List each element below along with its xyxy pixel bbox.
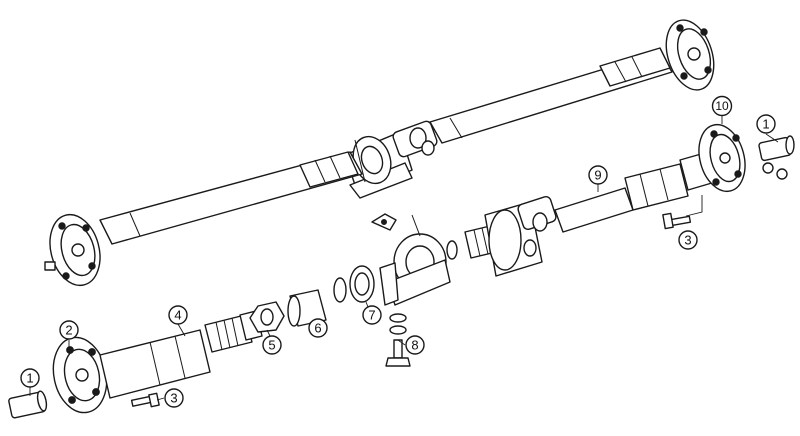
tube-9 — [554, 187, 634, 233]
callout-7: 7 — [362, 305, 382, 325]
bushing-1-lower — [8, 390, 48, 419]
rear-section-exploded — [446, 123, 795, 277]
washer-bolt-8 — [385, 313, 411, 367]
flex-disc-10 — [698, 123, 746, 193]
ring-7 — [349, 265, 375, 303]
callout-1-left: 1 — [20, 368, 40, 388]
callout-5-label: 5 — [268, 338, 275, 353]
nut-right-a — [762, 162, 774, 174]
front-section-exploded — [8, 213, 451, 419]
callout-3-right: 3 — [678, 230, 698, 250]
callout-2: 2 — [59, 320, 79, 340]
nut-right-b — [776, 168, 788, 180]
callout-9-label: 9 — [594, 168, 601, 183]
upper-center-joint — [344, 120, 438, 199]
callout-5: 5 — [262, 335, 282, 355]
callout-10-label: 10 — [715, 99, 729, 113]
assembled-propeller-shaft — [44, 19, 715, 287]
callout-6: 6 — [308, 318, 328, 338]
callout-3-left: 3 — [164, 388, 184, 408]
callout-8: 8 — [405, 335, 425, 355]
callout-9: 9 — [588, 165, 608, 185]
bolt-3-lower — [130, 392, 160, 408]
callout-1-left-label: 1 — [26, 371, 33, 386]
ring-small — [333, 277, 347, 303]
callout-4: 4 — [168, 305, 188, 325]
callout-4-label: 4 — [174, 308, 181, 323]
nut-5 — [249, 301, 285, 333]
washer-small — [446, 240, 458, 260]
front-flex-disc-upper — [44, 213, 101, 287]
callout-8-label: 8 — [411, 338, 418, 353]
callout-1-right-label: 1 — [762, 117, 769, 132]
callout-10: 10 — [711, 95, 733, 117]
bolt-3-right — [662, 212, 692, 230]
rear-universal-joint — [484, 195, 557, 277]
sleeve-6 — [287, 289, 327, 327]
center-bearing-bracket — [371, 213, 451, 306]
front-flex-disc-lower — [52, 336, 108, 414]
callout-1-right: 1 — [756, 114, 776, 134]
callout-6-label: 6 — [314, 321, 321, 336]
rear-flex-disc — [665, 19, 715, 91]
callout-2-label: 2 — [65, 323, 72, 338]
callout-3-left-label: 3 — [170, 391, 177, 406]
callout-7-label: 7 — [368, 308, 375, 323]
bushing-1-right — [758, 135, 795, 162]
callout-3-right-label: 3 — [684, 233, 691, 248]
